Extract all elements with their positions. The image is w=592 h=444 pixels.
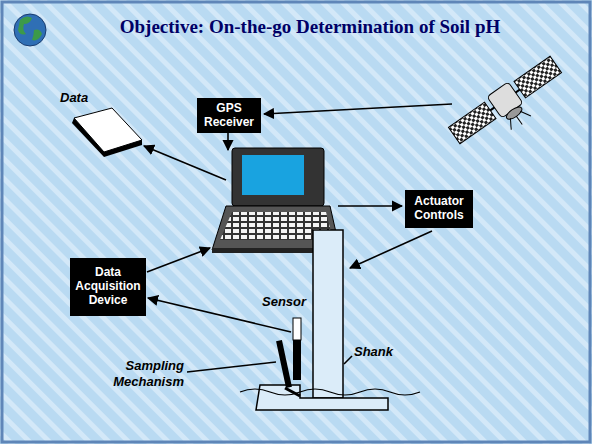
globe-icon: [14, 14, 46, 46]
box-label: GPS Receiver: [201, 102, 257, 130]
soil-surface: [240, 389, 420, 395]
sampling-mechanism: [276, 340, 300, 396]
arrows: [144, 104, 452, 372]
part-label: Data: [60, 90, 88, 106]
signal-arrow: [264, 104, 452, 114]
leader-line: [344, 356, 352, 364]
component-box: Data Acquisition Device: [70, 258, 146, 316]
part-label: Shank: [354, 344, 393, 360]
signal-arrow: [144, 146, 226, 180]
box-label: Data Acquisition Device: [74, 266, 142, 307]
sensor: [293, 318, 301, 380]
part-label: Sensor: [262, 294, 306, 310]
signal-arrow: [338, 205, 402, 207]
component-box: GPS Receiver: [197, 98, 261, 133]
leader-line: [187, 362, 276, 372]
box-label: Actuator Controls: [409, 195, 469, 223]
signal-arrow: [350, 231, 432, 268]
component-box: Actuator Controls: [405, 190, 473, 228]
signal-arrow: [147, 248, 210, 272]
satellite: [447, 54, 573, 160]
slide-title: Objective: On-the-go Determination of So…: [60, 16, 560, 38]
data-disk: [72, 108, 142, 157]
part-label: Sampling Mechanism: [100, 358, 184, 389]
shank: [256, 230, 388, 410]
signal-arrow: [227, 133, 229, 150]
